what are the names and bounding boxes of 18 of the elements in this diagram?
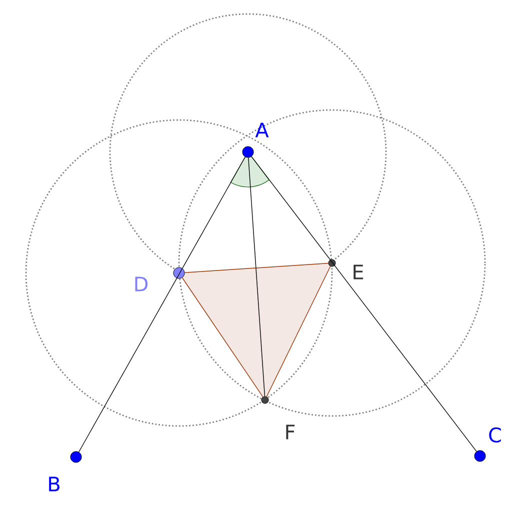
point: B: [49, 451, 82, 492]
node-label: B: [49, 476, 60, 492]
line-segment: [251, 156, 477, 452]
node-label: F: [286, 424, 295, 440]
line-segment: [248, 157, 266, 397]
point: E: [328, 259, 364, 280]
point: C: [474, 427, 501, 462]
line-segment: [184, 262, 329, 273]
node-label: E: [354, 264, 364, 280]
node-label: C: [489, 427, 501, 443]
point: A: [242, 122, 269, 158]
point: D: [135, 267, 185, 292]
line-segment: [78, 156, 246, 452]
line-segment: [266, 266, 331, 397]
line-segment: [182, 277, 264, 398]
node-label: A: [255, 122, 269, 138]
node-label: D: [135, 276, 148, 292]
point: F: [261, 396, 295, 440]
